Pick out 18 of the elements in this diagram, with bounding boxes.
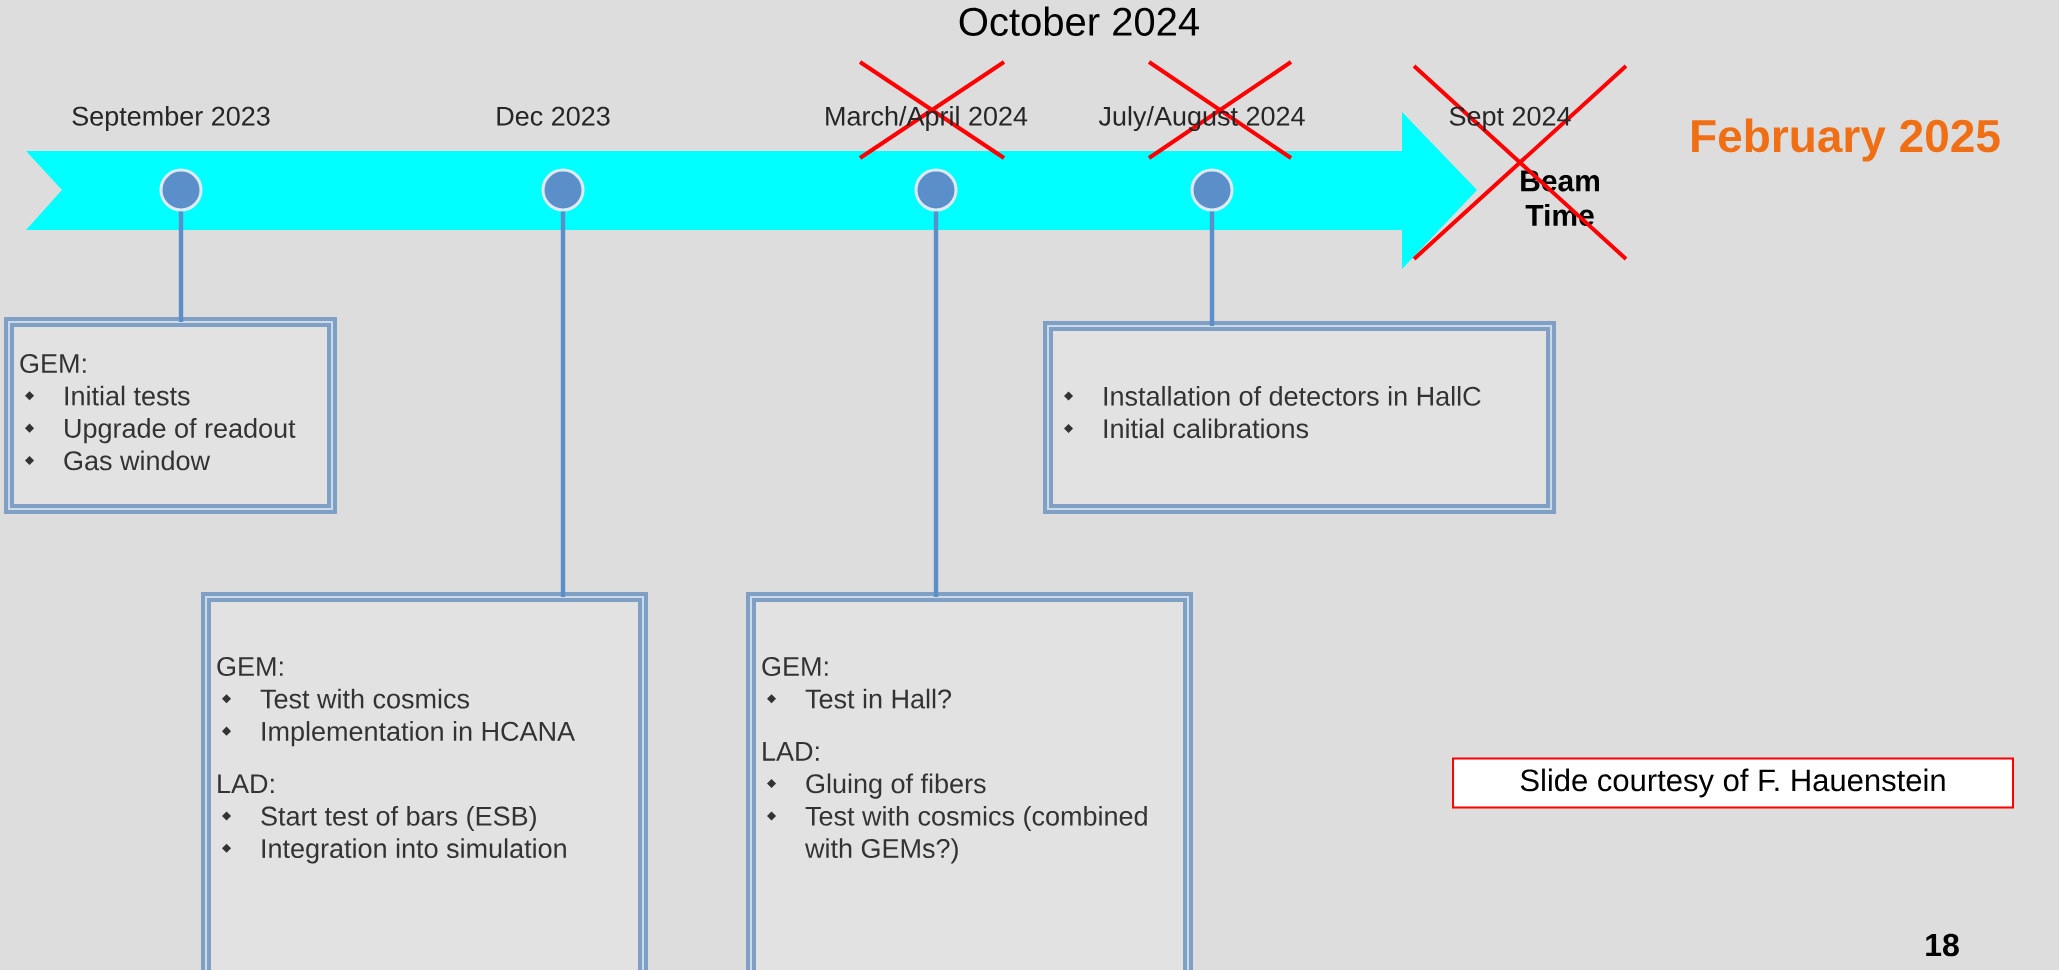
timeline-dot: [159, 168, 203, 212]
wordart-title: February 2025: [1692, 118, 2000, 162]
connector-line: [560, 211, 566, 597]
task-box: Installation of detectors in HallC Initial calibrations: [1043, 321, 1556, 514]
date-label: Dec 2023: [497, 106, 610, 126]
page-number: 18: [1926, 933, 1959, 957]
heading: October 2024: [959, 6, 1199, 36]
connector-line: [178, 211, 184, 322]
connector-line: [1209, 211, 1215, 326]
task-box: GEM: Test in Hall? LAD: Gluing of fibers Test with cosmics (combined with GEMs?): [746, 592, 1193, 970]
task-box: GEM: Initial tests Upgrade of readout Gas window: [4, 317, 337, 514]
task-box: GEM: Test with cosmics Implementation in HCANA LAD: Start test of bars (ESB) Integration into simulation: [201, 592, 648, 970]
timeline-dot: [541, 168, 585, 212]
connector-line: [933, 211, 939, 597]
timeline-dot: [914, 168, 958, 212]
note-box: Slide courtesy of F. Hauenstein: [1452, 757, 2015, 809]
timeline-dot: [1190, 168, 1234, 212]
date-label: September 2023: [72, 105, 270, 132]
